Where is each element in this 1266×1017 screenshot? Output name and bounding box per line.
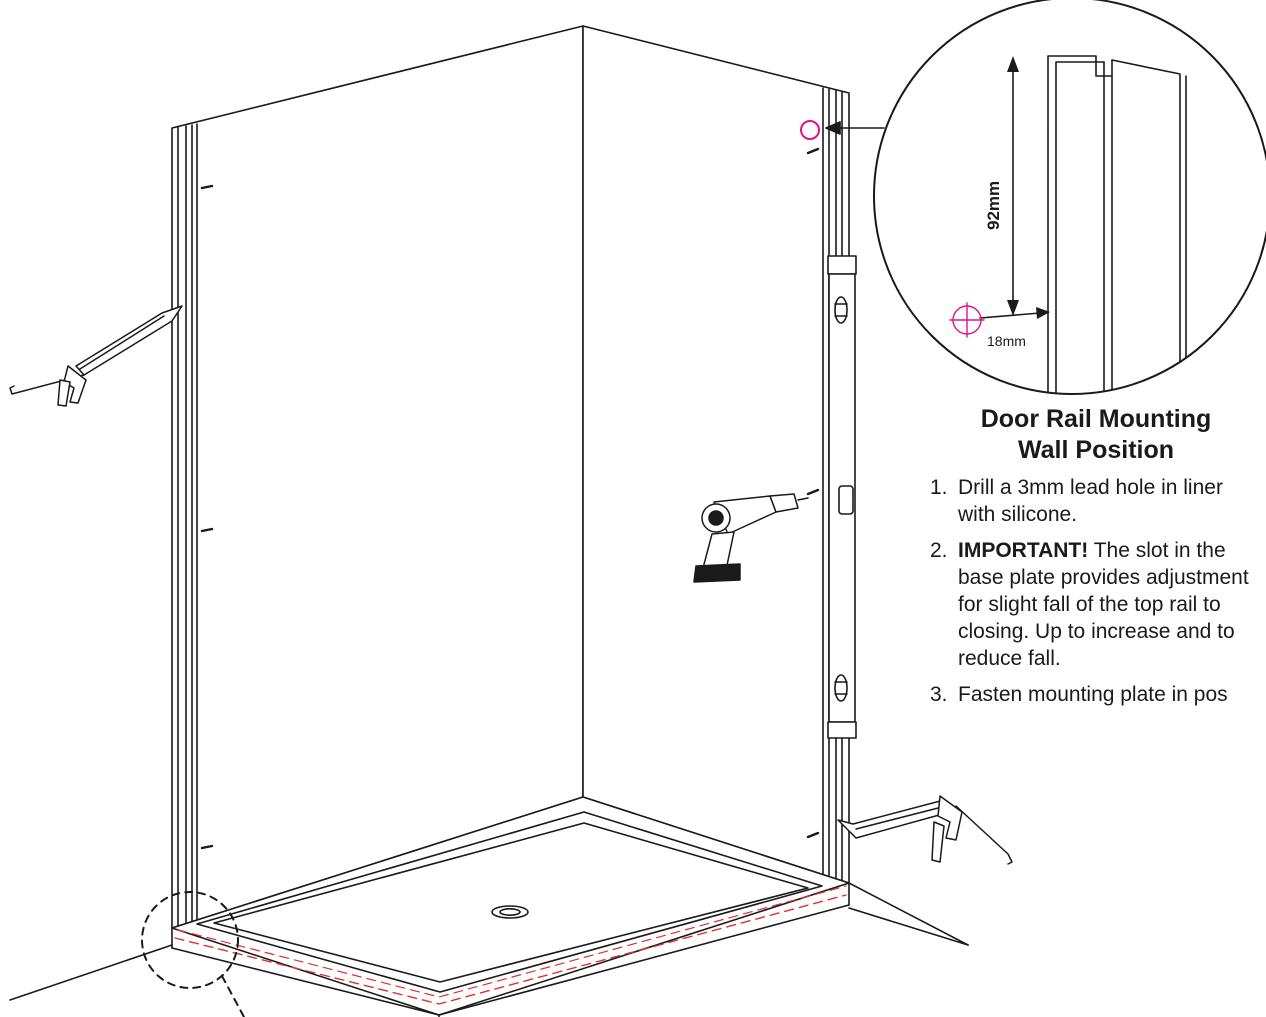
sealant-line bbox=[174, 894, 847, 1005]
instructions-panel: Door Rail Mounting Wall Position 1. Dril… bbox=[930, 404, 1266, 717]
step-item: 2. IMPORTANT! The slot in the base plate… bbox=[930, 537, 1266, 672]
power-drill-icon bbox=[693, 493, 809, 583]
step-number: 2. bbox=[930, 539, 948, 562]
back-wall-panel bbox=[171, 25, 584, 929]
door-rail-mounting-plate bbox=[827, 255, 857, 739]
dimension-18mm: 18mm bbox=[987, 333, 1026, 349]
step-text: The slot in the base plate provides adju… bbox=[958, 539, 1249, 670]
steps-list: 1. Drill a 3mm lead hole in liner with s… bbox=[930, 474, 1266, 708]
step-number: 3. bbox=[930, 683, 948, 706]
left-wall-rail bbox=[177, 123, 198, 929]
right-screw-marks bbox=[806, 147, 820, 839]
drill-point-marker-icon bbox=[800, 120, 820, 140]
step-emphasis: IMPORTANT! bbox=[958, 539, 1089, 562]
silicone-gun-icon bbox=[837, 795, 1013, 865]
step-number: 1. bbox=[930, 476, 948, 499]
silicone-gun-icon bbox=[9, 305, 183, 407]
detail-magnifier: 92mm 18mm bbox=[873, 0, 1266, 395]
step-text: Fasten mounting plate in pos bbox=[958, 683, 1228, 706]
title-line-1: Door Rail Mounting bbox=[980, 405, 1212, 433]
shower-tray bbox=[171, 796, 850, 1017]
corner-detail-indicator bbox=[141, 891, 245, 1017]
step-item: 1. Drill a 3mm lead hole in liner with s… bbox=[930, 474, 1266, 528]
detail-callout-arrow bbox=[825, 121, 885, 135]
step-text: Drill a 3mm lead hole in liner with sili… bbox=[958, 476, 1223, 526]
side-wall-panel bbox=[582, 25, 850, 884]
crosshair-marker-icon bbox=[949, 302, 985, 338]
drain-hole bbox=[491, 905, 529, 919]
step-item: 3. Fasten mounting plate in pos bbox=[930, 681, 1266, 708]
left-screw-marks bbox=[200, 184, 214, 850]
instructions-title: Door Rail Mounting Wall Position bbox=[930, 404, 1262, 466]
wall-panels bbox=[171, 25, 850, 929]
dimension-92mm: 92mm bbox=[984, 181, 1003, 230]
title-line-2: Wall Position bbox=[1017, 436, 1175, 464]
